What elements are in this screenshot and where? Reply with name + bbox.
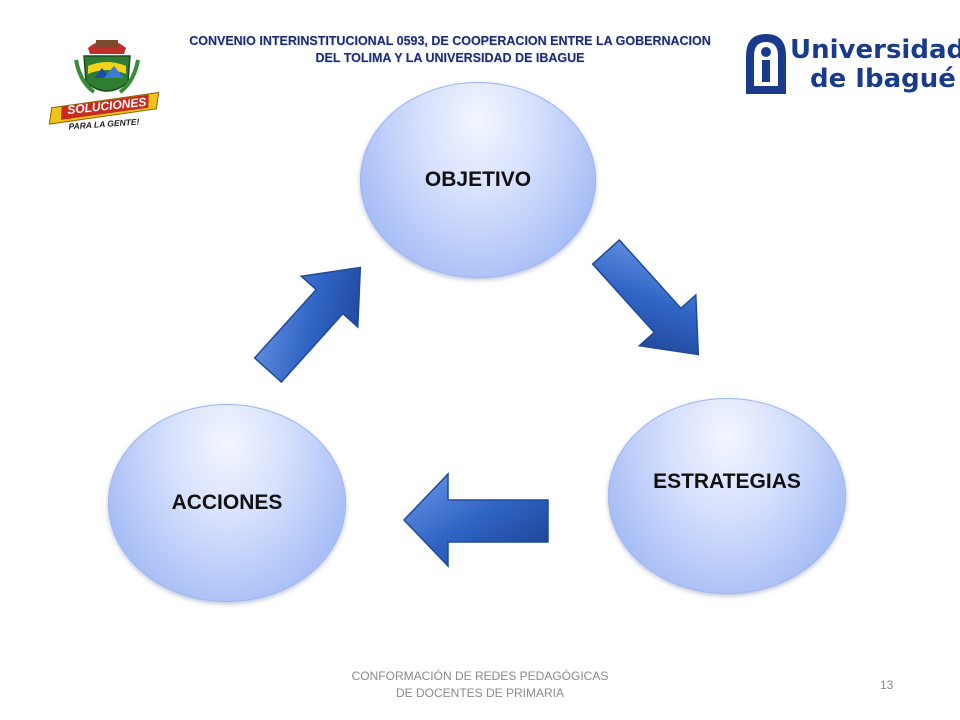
- node-estrategias-label: ESTRATEGIAS: [653, 470, 801, 493]
- node-estrategias: ESTRATEGIAS: [608, 398, 846, 594]
- universidad-ibague-logo: [746, 34, 786, 94]
- footer-line2: DE DOCENTES DE PRIMARIA: [395, 686, 565, 700]
- header-title-line2: DEL TOLIMA Y LA UNIVERSIDAD DE IBAGUE: [315, 51, 585, 65]
- university-emblem-icon: [746, 34, 786, 94]
- university-name-line1: Universidad: [790, 35, 960, 65]
- arrow-objetivo-to-estrategias: [591, 238, 700, 356]
- para-la-gente-text: PARA LA GENTE!: [68, 117, 140, 132]
- node-objetivo: OBJETIVO: [360, 82, 596, 278]
- page-number: 13: [880, 678, 894, 692]
- soluciones-banner: [48, 91, 160, 125]
- gobernacion-tolima-logo: SOLUCIONES PARA LA GENTE!: [48, 40, 160, 132]
- node-objetivo-label: OBJETIVO: [424, 168, 532, 191]
- coat-of-arms-icon: [74, 40, 140, 94]
- header-title-line1: CONVENIO INTERINSTITUCIONAL 0593, DE COO…: [189, 34, 711, 48]
- node-acciones: ACCIONES: [108, 404, 346, 602]
- slide-footer: CONFORMACIÓN DE REDES PEDAGÓGICAS DE DOC…: [330, 668, 630, 702]
- footer-line1: CONFORMACIÓN DE REDES PEDAGÓGICAS: [351, 669, 609, 683]
- arrow-acciones-to-objetivo: [253, 266, 362, 384]
- header-title: CONVENIO INTERINSTITUCIONAL 0593, DE COO…: [160, 33, 740, 67]
- node-acciones-label: ACCIONES: [171, 491, 283, 514]
- university-name-line2: de Ibagué: [810, 64, 956, 94]
- arrow-estrategias-to-acciones: [402, 472, 549, 568]
- university-name: Universidad de Ibagué: [790, 36, 960, 94]
